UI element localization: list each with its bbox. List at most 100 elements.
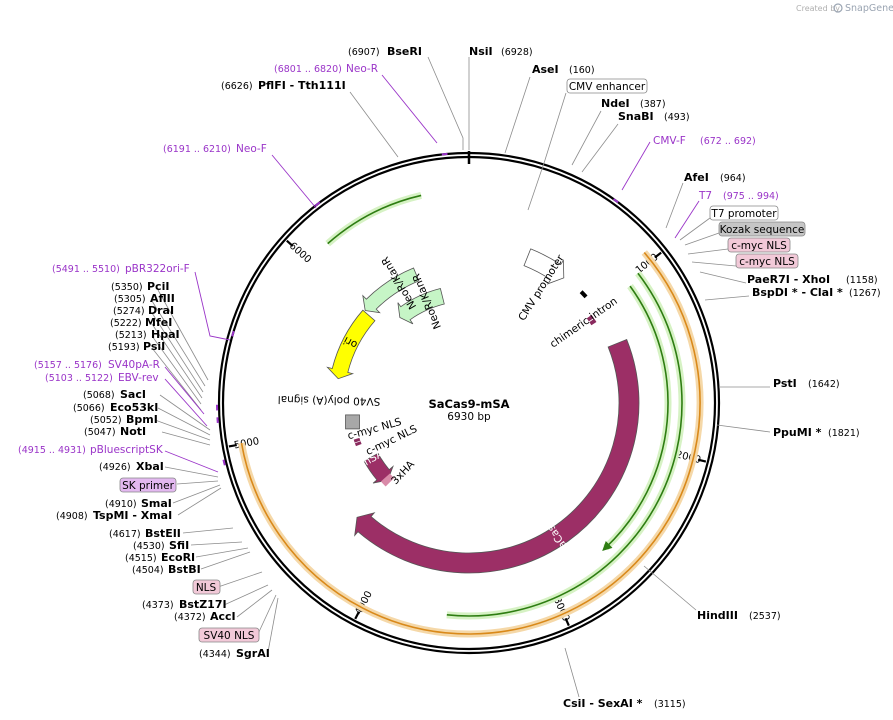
primer-ebv: EBV-rev [118, 372, 159, 384]
site-pflfi: PflFI - Tth111I [258, 79, 346, 92]
primer-neo-r-pos: (6801 .. 6820) [274, 64, 342, 75]
chimeric-intron-bar [579, 290, 588, 299]
leader-neo-r [381, 74, 438, 144]
leader-ndei [571, 110, 602, 166]
leader-kozak [684, 232, 720, 246]
site-aflii-pos: (5305) [114, 294, 146, 305]
site-ppumi: PpuMI * [773, 426, 822, 439]
primer-pbluescript: pBluescriptSK [90, 444, 164, 456]
site-mfei-pos: (5222) [110, 318, 142, 329]
site-snabi-pos: (493) [664, 112, 690, 123]
primer-mark-4 [231, 330, 235, 337]
leader-bseri [427, 56, 464, 150]
leader-t7 [674, 200, 700, 239]
leader-smai [172, 484, 221, 504]
leader-aflii [151, 300, 206, 387]
leader-cmv-f [621, 141, 651, 191]
site-afei: AfeI [684, 171, 709, 184]
primer-pbluescript-pos: (4915 .. 4931) [18, 445, 86, 456]
site-xmai: TspMI - XmaI [93, 509, 172, 522]
leader-cmyc2 [691, 261, 737, 267]
primer-cmv-f: CMV-F [653, 135, 686, 147]
site-acci-pos: (4372) [174, 612, 206, 623]
site-smai: SmaI [141, 497, 172, 510]
leader-xbai [164, 466, 219, 478]
leader-pflfi [349, 91, 399, 158]
site-saci: SacI [120, 388, 146, 401]
site-drai: DraI [148, 304, 174, 317]
leader-pbluescript [164, 450, 219, 473]
feature-label-cmyc-nls-1: c-myc NLS [727, 237, 791, 253]
site-eco53: Eco53kI [110, 401, 158, 414]
site-sgrai: SgrAI [236, 647, 270, 660]
site-nsii: NsiI [469, 45, 493, 58]
credit-prefix: Created by [796, 4, 840, 13]
neor-kanr-arrow-1 [362, 267, 420, 314]
leader-sgrai [267, 597, 279, 653]
credit-brand: SnapGene [845, 3, 893, 14]
site-acci: AccI [210, 610, 236, 623]
primer-t7: T7 [698, 190, 712, 202]
neor-kanr-arrow-2 [397, 288, 445, 325]
orf-neo-line [327, 194, 422, 245]
leader-hpai [151, 335, 202, 405]
site-bstz: BstZ17I [179, 598, 227, 611]
leader-bpmi [154, 419, 211, 441]
primer-pbr322-pos: (5491 .. 5510) [52, 264, 120, 275]
leader-hindiii [643, 565, 697, 611]
primer-neo-r: Neo-R [346, 63, 378, 75]
site-bpmi-pos: (5052) [90, 415, 122, 426]
primer-t7-pos: (975 .. 994) [723, 191, 779, 202]
leader-ppumi [716, 424, 771, 433]
t7-promoter-label: T7 promoter [710, 208, 777, 220]
site-asei: AseI [532, 63, 559, 76]
primer-sv40pa: SV40pA-R [108, 359, 160, 371]
site-noti-pos: (5047) [84, 427, 116, 438]
site-bsteii-pos: (4617) [109, 529, 141, 540]
orf-green-line-1 [446, 272, 683, 617]
site-psti-pos: (1642) [808, 379, 840, 390]
site-pcii-pos: (5350) [111, 282, 143, 293]
site-xbai: XbaI [136, 460, 164, 473]
tick-3000 [564, 617, 570, 627]
3xha-block [380, 473, 395, 487]
sk-primer-label: SK primer [122, 480, 174, 492]
site-psti: PstI [773, 377, 797, 390]
cmyc-nls-mark-right-1 [586, 314, 594, 322]
leader-bsteii [182, 527, 234, 534]
site-csii-pos: (3115) [654, 699, 686, 710]
site-hpai: HpaI [151, 328, 180, 341]
feature-label-kozak: Kozak sequence [718, 221, 806, 237]
tick-1000 [654, 251, 662, 259]
leader-ecori [195, 547, 249, 558]
site-bstz-pos: (4373) [142, 600, 174, 611]
primer-mark-2 [612, 198, 619, 204]
tick-label-5000: 5000 [233, 436, 260, 451]
site-hindiii-pos: (2537) [749, 611, 781, 622]
sv40-polya-label: SV40 poly(A) signal [278, 393, 381, 407]
site-xmai-pos: (4908) [56, 511, 88, 522]
primer-neo-f: Neo-F [236, 143, 267, 155]
chimeric-intron-label: chimeric intron [548, 295, 620, 350]
site-bpmi: BpmI [126, 413, 158, 426]
cmv-promoter-arrow [523, 248, 565, 285]
leader-bstbi [200, 551, 251, 570]
site-sfii: SfiI [169, 539, 189, 552]
leader-pbr322 [194, 271, 231, 341]
primer-mark-3 [314, 201, 321, 207]
3xha-label: 3xHA [389, 458, 417, 487]
orf-green-line-2 [602, 285, 669, 551]
plasmid-size: 6930 bp [447, 411, 491, 423]
primer-ebv-pos: (5103 .. 5122) [45, 373, 113, 384]
site-hindiii: HindIII [697, 609, 738, 622]
cmyc-nls-label-1: c-myc NLS [731, 240, 787, 252]
tick-label-6000: 6000 [287, 240, 313, 265]
site-bseri-pos: (6907) [348, 47, 380, 58]
tick-6000 [286, 239, 294, 247]
primer-cmv-f-pos: (672 .. 692) [700, 136, 756, 147]
site-asei-pos: (160) [569, 65, 595, 76]
feature-label-t7-promoter: T7 promoter [709, 205, 779, 221]
leader-xhoi [699, 271, 747, 284]
